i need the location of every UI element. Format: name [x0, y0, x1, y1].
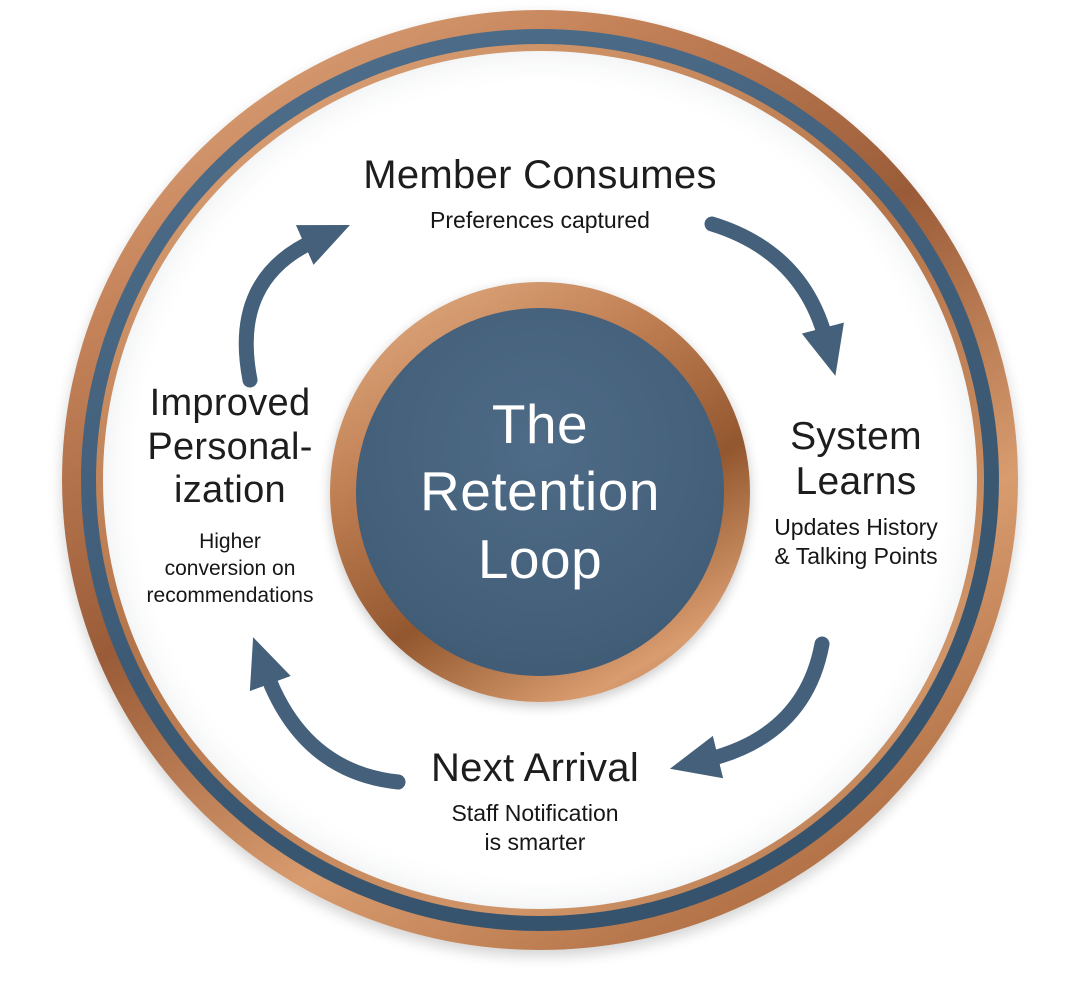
center-circle: The Retention Loop [356, 308, 724, 676]
improved-personalization-label-line3: ization [174, 469, 286, 512]
improved-personalization-subtitle-line2: conversion on [164, 556, 296, 580]
arrow-system-to-next-icon [669, 636, 830, 779]
next-arrival-label: Next Arrival [430, 746, 640, 790]
improved-personalization-subtitle-line1: Higher [199, 530, 261, 554]
stage-system-learns: System Learns Updates History & Talking … [725, 415, 987, 572]
center-title-line2: Retention [420, 460, 660, 523]
system-learns-subtitle-line1: Updates History [774, 513, 938, 540]
center-title-line1: The [491, 393, 589, 456]
member-consumes-subtitle: Preferences captured [430, 207, 650, 233]
stage-next-arrival: Next Arrival Staff Notification is smart… [265, 745, 805, 858]
system-learns-subtitle: Updates History & Talking Points [725, 513, 987, 572]
system-learns-label-line1: System [790, 415, 922, 458]
stage-member-consumes: Member Consumes Preferences captured [270, 152, 810, 235]
member-consumes-label: Member Consumes [363, 153, 717, 197]
improved-personalization-label-line1: Improved [149, 382, 311, 424]
center-title: The Retention Loop [420, 391, 660, 592]
improved-personalization-subtitle-line3: recommendations [146, 583, 314, 607]
system-learns-subtitle-line2: & Talking Points [774, 543, 938, 570]
stage-improved-personalization: Improved Personal- ization Higher conver… [88, 382, 372, 610]
improved-personalization-subtitle: Higher conversion on recommendations [88, 529, 372, 610]
inner-copper-ring [96, 44, 984, 916]
arrow-member-to-system-icon [704, 216, 844, 376]
arrow-next-to-improved-icon [249, 637, 406, 790]
next-arrival-subtitle-line1: Staff Notification [451, 800, 619, 826]
next-arrival-subtitle-line2: is smarter [484, 829, 586, 856]
system-learns-label-line2: Learns [795, 459, 917, 503]
center-copper-ring: The Retention Loop [330, 282, 750, 702]
next-arrival-subtitle: Staff Notification is smarter [265, 799, 805, 858]
arrow-improved-to-member-icon [238, 224, 350, 388]
center-title-line3: Loop [477, 527, 603, 590]
improved-personalization-label: Improved Personal- ization [88, 382, 372, 513]
system-learns-label: System Learns [725, 415, 987, 505]
improved-personalization-label-line2: Personal- [147, 425, 313, 468]
